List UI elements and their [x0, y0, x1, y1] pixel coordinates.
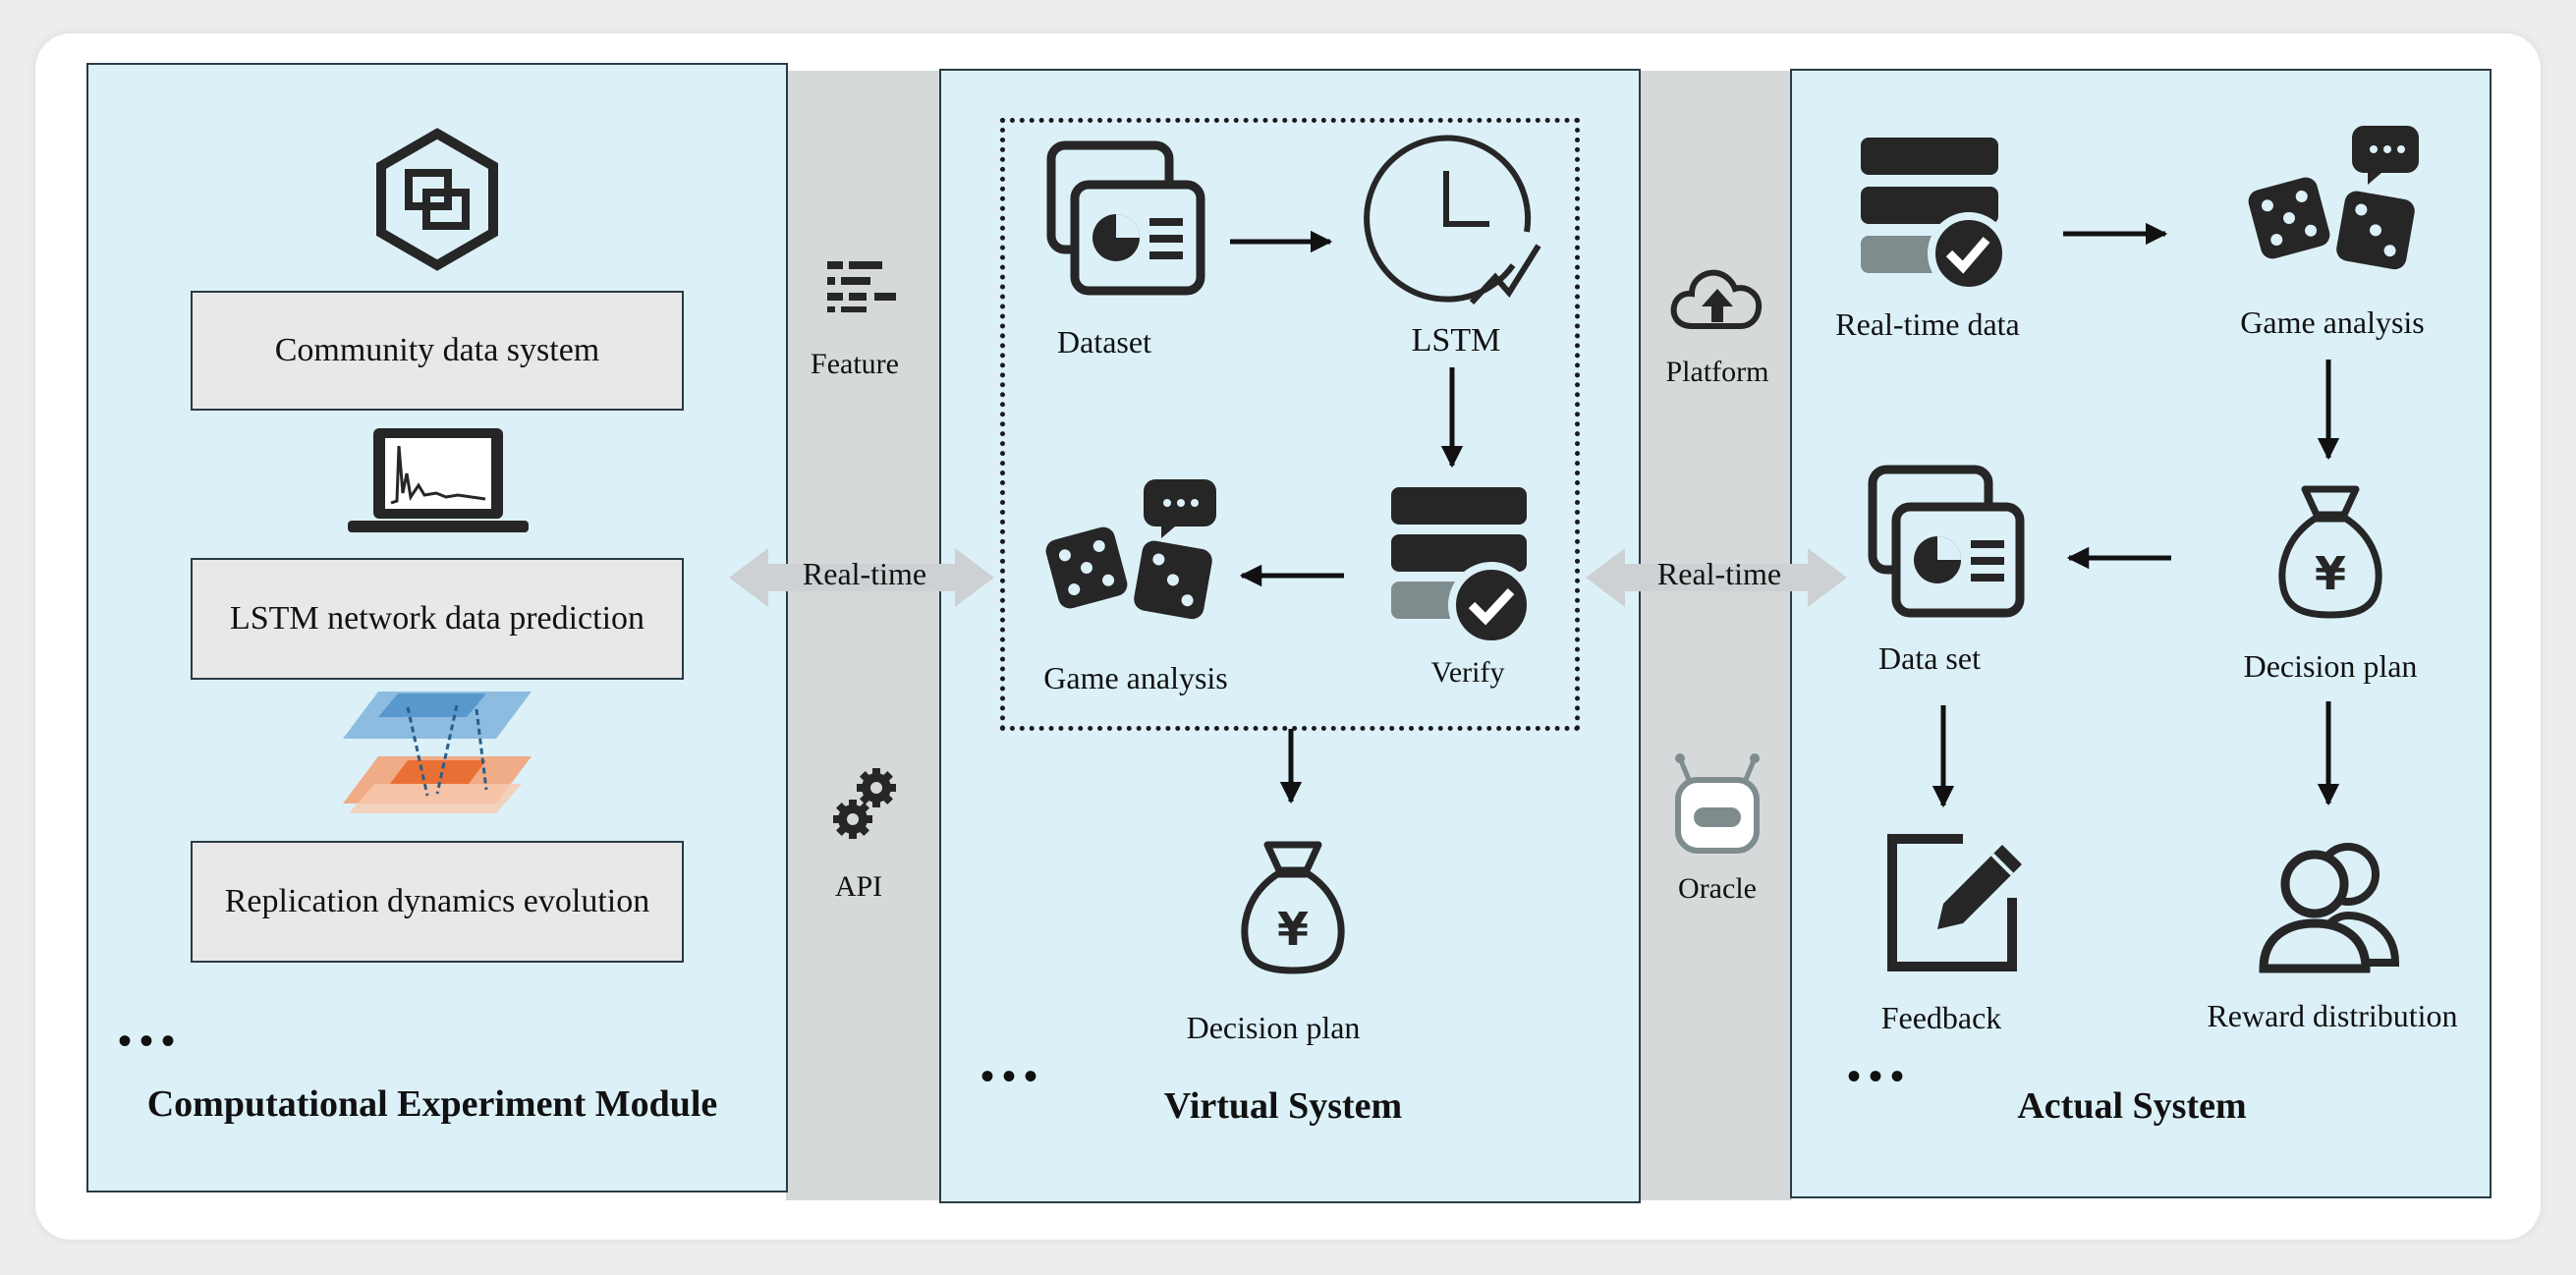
- data-set-icon: [1868, 465, 2025, 618]
- platform-label: Platform: [1665, 356, 1769, 388]
- actual-ellipsis: •••: [1847, 1054, 1913, 1098]
- lstm-network-prediction-box: LSTM network data prediction: [191, 558, 684, 680]
- money-bag-icon-virtual: ¥: [1241, 841, 1345, 974]
- actual-system-title: Actual System: [2017, 1085, 2247, 1127]
- verify-database-icon: [1391, 487, 1535, 648]
- svg-text:¥: ¥: [2315, 547, 2346, 600]
- api-label: API: [834, 870, 883, 903]
- realtime-label-right: Real-time: [1656, 556, 1782, 591]
- decision-plan-label-virtual: Decision plan: [1186, 1010, 1361, 1045]
- game-analysis-label-actual: Game analysis: [2240, 305, 2425, 340]
- replication-dynamics-box: Replication dynamics evolution: [191, 841, 684, 963]
- double-arrow-right-band: [1586, 548, 1847, 607]
- gears-icon: [833, 768, 896, 839]
- feedback-label: Feedback: [1880, 1000, 2002, 1035]
- feedback-edit-icon: [1887, 834, 2022, 971]
- band-left-to-virtual: [786, 71, 939, 1200]
- game-dice-icon-actual-main: [2248, 126, 2419, 270]
- data-set-label: Data set: [1878, 640, 1981, 676]
- laptop-chart-icon: [348, 428, 529, 532]
- dataset-label: Dataset: [1057, 324, 1151, 360]
- money-bag-icon-actual: ¥: [2278, 485, 2382, 619]
- oracle-label: Oracle: [1678, 872, 1757, 905]
- feature-list-icon: [827, 261, 896, 312]
- computational-experiment-title: Computational Experiment Module: [146, 1083, 718, 1125]
- layered-planes-icon: [343, 692, 532, 813]
- left-ellipsis: •••: [118, 1019, 184, 1063]
- band-virtual-to-actual: [1639, 71, 1792, 1200]
- feature-label: Feature: [811, 348, 899, 380]
- virtual-ellipsis: •••: [980, 1054, 1046, 1098]
- community-data-system-box: Community data system: [191, 291, 684, 411]
- realtime-label-left: Real-time: [802, 556, 927, 591]
- lstm-clock-icon: [1364, 135, 1541, 305]
- svg-text:¥: ¥: [1277, 903, 1309, 956]
- cloud-upload-icon: [1670, 269, 1763, 329]
- oracle-robot-icon: [1675, 753, 1760, 854]
- lstm-network-prediction-label: LSTM network data prediction: [229, 600, 645, 637]
- hexagon-logo-icon: [376, 128, 498, 271]
- reward-distribution-label: Reward distribution: [2207, 998, 2458, 1033]
- community-data-system-label: Community data system: [274, 332, 600, 368]
- double-arrow-left-band: [729, 548, 994, 607]
- lstm-label: LSTM: [1411, 322, 1501, 359]
- decision-plan-label-actual: Decision plan: [2243, 648, 2418, 684]
- game-analysis-label-virtual: Game analysis: [1043, 660, 1228, 695]
- virtual-core-dotted-frame: [1000, 118, 1580, 731]
- realtime-data-label: Real-time data: [1835, 306, 2020, 342]
- replication-dynamics-label: Replication dynamics evolution: [224, 883, 650, 919]
- dataset-icon: [1046, 140, 1205, 296]
- virtual-system-panel: [939, 69, 1641, 1203]
- verify-label: Verify: [1430, 656, 1505, 689]
- reward-users-icon: [2259, 843, 2400, 973]
- realtime-data-database-icon: [1861, 138, 2010, 295]
- game-dice-icon-virtual: [1045, 479, 1216, 620]
- virtual-system-title: Virtual System: [1163, 1085, 1403, 1127]
